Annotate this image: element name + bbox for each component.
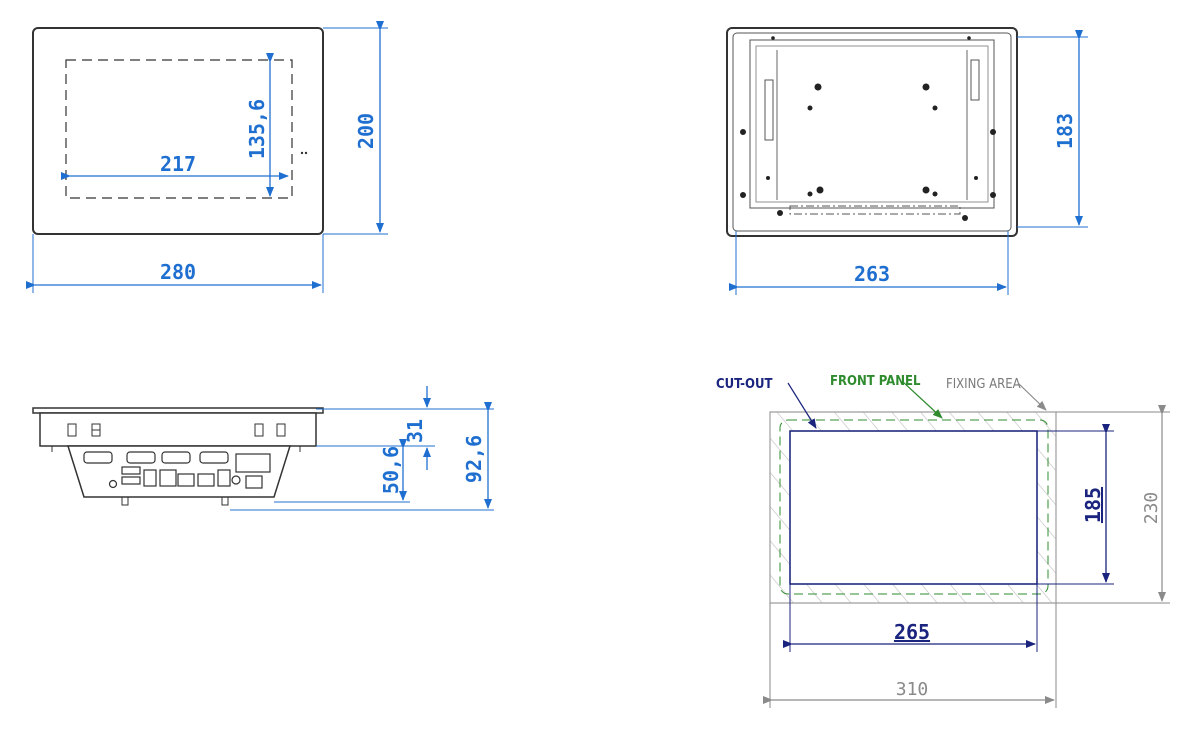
cutout-label: CUT-OUT: [716, 377, 772, 392]
side-total-dimension: 92,6: [462, 435, 486, 483]
display-area: [65, 59, 293, 199]
rear-housing-outer: [726, 27, 1018, 237]
rear-width-dimension: 263: [854, 262, 890, 286]
front-width-dimension: 280: [160, 260, 196, 284]
outer-width-dimension: 310: [896, 679, 929, 700]
cutout-view: CUT-OUT FRONT PANEL FIXING AREA 185 230 …: [716, 374, 1170, 708]
side-view: 31 50,6 92,6: [32, 386, 494, 511]
front-height-dimension: 200: [354, 113, 378, 149]
display-width-dimension: 217: [160, 152, 196, 176]
outer-height-dimension: 230: [1141, 492, 1162, 525]
rear-height-dimension: 183: [1053, 113, 1077, 149]
side-housing-body: [39, 412, 317, 447]
cutout-width-dimension: 265: [894, 620, 930, 644]
cutout-height-dimension: 185: [1081, 487, 1105, 523]
front-panel-outline: [32, 27, 324, 235]
rear-view: 183 263: [726, 27, 1088, 295]
display-height-dimension: 135,6: [245, 99, 269, 159]
side-top-dimension: 31: [403, 419, 427, 443]
rear-mounting-plate: [749, 39, 995, 209]
front-view: 217 135,6 200 280: [26, 21, 388, 293]
side-mid-dimension: 50,6: [379, 446, 403, 494]
cutout-rectangle: [789, 430, 1038, 585]
rear-connector-strip: [789, 205, 961, 215]
fixing-area-label: FIXING AREA: [946, 377, 1021, 392]
fixing-area-hatch: [769, 411, 1057, 604]
front-panel-label: FRONT PANEL: [830, 374, 921, 389]
front-panel-outline-dashed: [779, 419, 1049, 595]
